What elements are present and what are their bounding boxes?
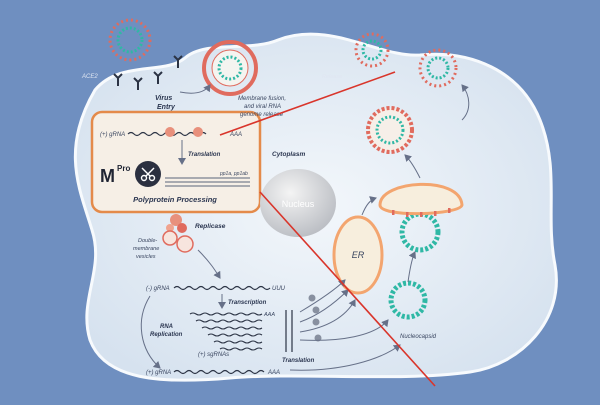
nucleocapsid-1: [388, 280, 428, 320]
arrow-vesicle-to-virion: [404, 154, 421, 179]
nucleocapsid-label: Nucleocapsid: [400, 334, 437, 340]
gRNA-minus-label: (-) gRNA: [146, 286, 170, 292]
gRNA-plus-bottom-strand: [173, 369, 265, 375]
pp-label: pp1a, pp1ab: [219, 171, 248, 177]
polyprotein-processing-label: Polyprotein Processing: [133, 195, 217, 204]
virion-entry: [202, 40, 258, 96]
arrow-nc-up: [407, 251, 416, 283]
arrow-to-nucleocapsid: [289, 344, 401, 371]
sgRNA-strands: [189, 312, 263, 351]
mpro-label-main: M: [100, 166, 115, 186]
mpro-label-sup: Pro: [117, 164, 130, 173]
replicase-complex: [166, 214, 187, 233]
virus-entry-label-2: Entry: [157, 104, 176, 111]
er-organelle: [332, 215, 384, 295]
membrane-fusion-label-1: Membrane fusion,: [238, 96, 286, 102]
nucleus-label: Nucleus: [282, 199, 315, 209]
rna-replication-label-2: Replication: [150, 332, 183, 338]
polyprotein-strands: [165, 177, 250, 187]
red-strike-line-diagonal: [259, 191, 436, 387]
virion-assembled: [366, 106, 414, 154]
replicase-label: Replicase: [195, 223, 226, 230]
mpro-box: [90, 110, 262, 214]
gRNA-plus-bottom-label: (+) gRNA: [146, 370, 171, 376]
aaa-bottom-label: AAA: [267, 370, 280, 376]
translation-top-label: Translation: [188, 152, 221, 158]
membrane-fusion-label-3: genome release: [240, 112, 284, 118]
sgRNAs-label: (+) sgRNAs: [198, 352, 229, 358]
virus-entry-label-1: Virus: [155, 95, 172, 102]
translation-bar: [285, 310, 293, 352]
virion-released-2: [418, 48, 458, 88]
aaa-top-label: AAA: [229, 132, 242, 138]
translation-bottom-label: Translation: [282, 358, 315, 364]
gRNA-minus-strand: [173, 285, 271, 291]
ace2-label: ACE2: [81, 74, 98, 80]
cytoplasm-label: Cytoplasm: [272, 151, 305, 158]
nucleocapsid-2: [399, 211, 441, 253]
transcription-label: Transcription: [228, 300, 267, 306]
double-membrane-label-2: membrane: [133, 246, 159, 252]
gRNA-plus-label: (+) gRNA: [100, 132, 125, 138]
aaa-sg-label: AAA: [263, 312, 275, 318]
rna-replication-label-1: RNA: [160, 324, 173, 330]
arrow-er-to-vesicle: [361, 196, 377, 216]
scissors-icon: [140, 167, 156, 182]
er-label: ER: [352, 250, 365, 260]
double-membrane-label-3: vesicles: [136, 254, 156, 260]
arrow-to-minus: [197, 249, 221, 279]
double-membrane-vesicles: [162, 230, 194, 253]
nucleus: [260, 169, 336, 237]
red-strike-line-upper: [219, 71, 396, 136]
virion-outside-1: [108, 18, 152, 62]
arrow-release: [461, 84, 470, 121]
double-membrane-label-1: Double-: [138, 238, 157, 244]
arrow-virus-entry: [179, 84, 211, 94]
virion-released-1: [354, 32, 390, 68]
ace2-receptors: [113, 55, 183, 90]
budding-vesicle: [378, 182, 464, 217]
membrane-fusion-label-2: and viral RNA: [244, 104, 281, 110]
arrows-to-er: [299, 279, 389, 341]
structural-proteins: [308, 294, 322, 342]
uuu-label: UUU: [272, 286, 286, 292]
arrow-rna-replication: [140, 295, 161, 369]
release-label: Release: [322, 74, 342, 80]
